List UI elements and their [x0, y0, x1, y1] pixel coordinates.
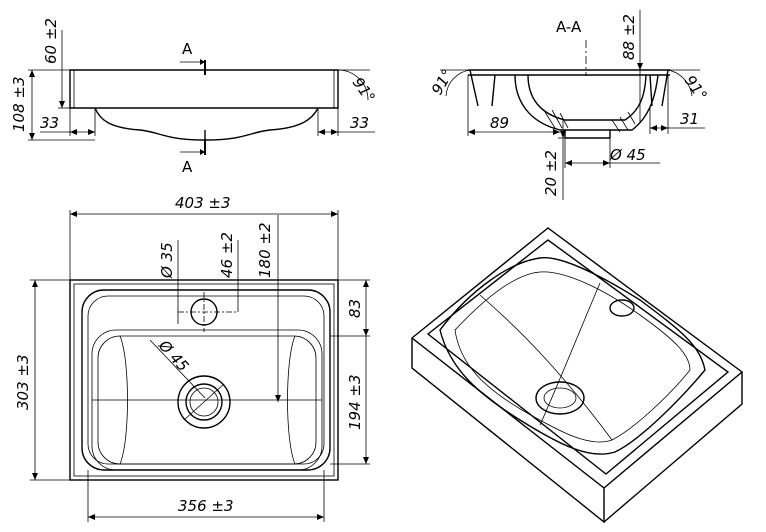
section-depth: 88 ±2: [620, 14, 638, 60]
top-dim-194: 194 ±3: [346, 374, 364, 430]
section-view: A-A 91° 91°: [428, 10, 711, 200]
top-tap-offset: 46 ±2: [218, 232, 236, 278]
side-rim-depth: 60 ±2: [42, 18, 60, 64]
side-view: A A 108 ±3 60 ±2 33 33 91°: [10, 18, 379, 176]
top-tap-diameter: Ø 35: [158, 242, 176, 279]
section-bowl-inner: [527, 74, 647, 121]
top-height-total: 303 ±3: [14, 354, 32, 410]
iso-tap-hole: [609, 299, 635, 317]
section-angle-right: 91°: [681, 72, 711, 104]
side-view-bowl: [94, 107, 319, 141]
top-width-total: 403 ±3: [175, 194, 231, 212]
iso-drain: [535, 381, 585, 415]
section-bowl-outer: [514, 74, 659, 131]
section-marker-bottom: A: [182, 158, 193, 176]
section-drain-diameter: Ø 45: [609, 146, 646, 164]
top-view: 403 ±3 303 ±3 356 ±3 Ø 35 46 ±2 180 ±2 8…: [14, 194, 370, 522]
side-offset-left: 33: [40, 114, 59, 132]
drain-hole: [177, 375, 231, 429]
iso-rim-top: [410, 227, 744, 489]
section-label: A-A: [556, 18, 582, 36]
top-view-outline: [69, 279, 339, 481]
side-view-rim: [69, 69, 339, 109]
section-drain-height: 20 ±2: [542, 150, 560, 196]
side-height-total: 108 ±3: [10, 76, 28, 132]
isometric-view: [410, 227, 744, 524]
top-drain-offset: 180 ±2: [256, 222, 274, 278]
top-bowl-width: 356 ±3: [178, 497, 234, 515]
section-angle-left: 91°: [428, 66, 457, 98]
side-offset-right: 33: [350, 114, 369, 132]
iso-bowl: [439, 257, 706, 455]
top-view-bowl: [81, 289, 331, 471]
top-drain-diameter: Ø 45: [154, 336, 192, 375]
top-dim-83: 83: [346, 299, 364, 318]
side-angle-right: 91°: [349, 74, 379, 106]
section-offset-left: 89: [490, 114, 509, 132]
section-offset-right: 31: [680, 110, 699, 128]
section-marker-top: A: [182, 40, 193, 58]
